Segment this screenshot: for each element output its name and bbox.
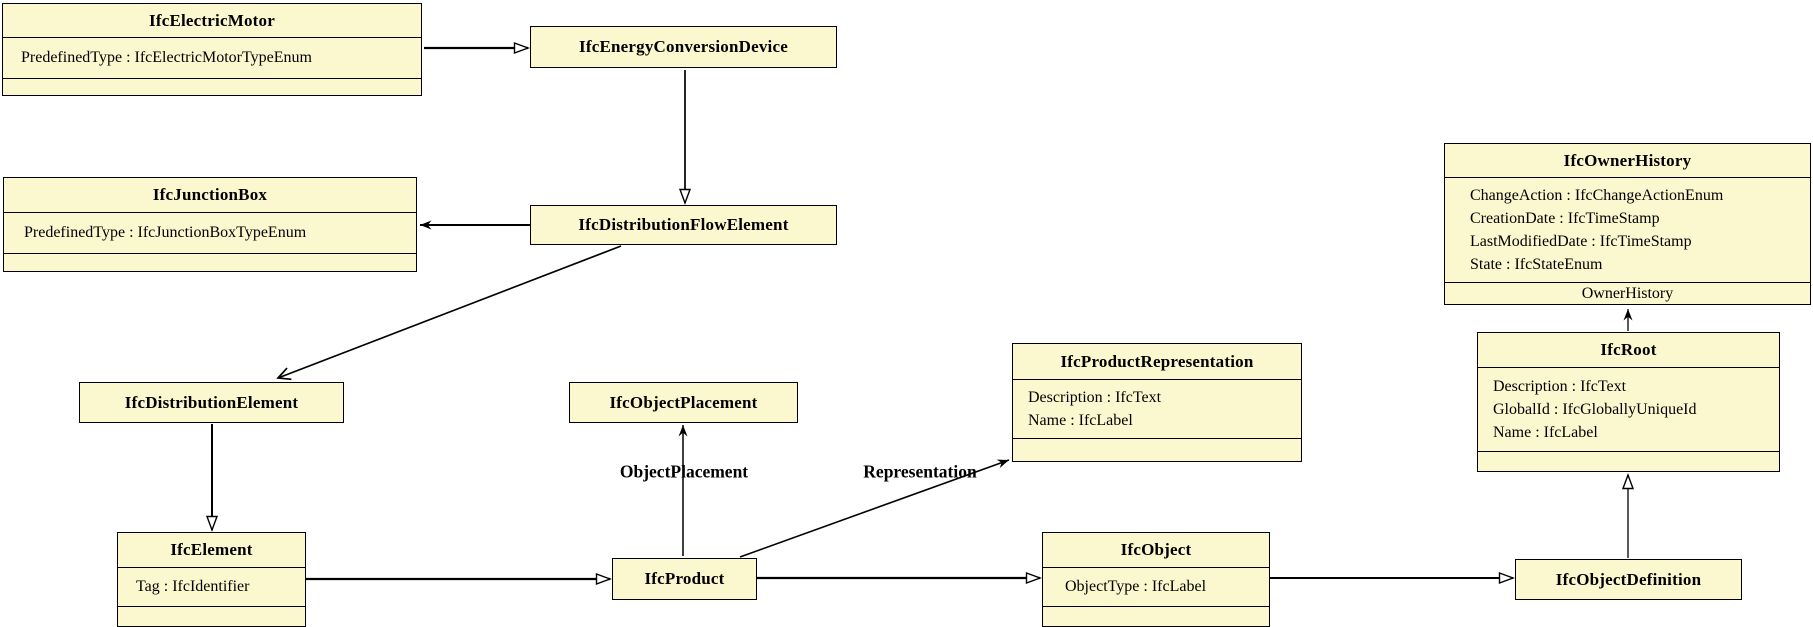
class-box-ifcproduct: IfcProduct	[612, 558, 757, 600]
class-box-ifcdistributionelement: IfcDistributionElement	[79, 382, 344, 423]
class-attribute: ChangeAction : IfcChangeActionEnum	[1470, 187, 1724, 204]
class-attributes: ObjectType : IfcLabel	[1043, 567, 1269, 606]
class-attribute: State : IfcStateEnum	[1470, 256, 1603, 273]
class-box-ifcdistributionflowelement: IfcDistributionFlowElement	[530, 205, 837, 245]
class-empty-compartment	[3, 78, 421, 95]
class-box-ifcproductrepresentation: IfcProductRepresentation Description : I…	[1012, 343, 1302, 462]
class-attribute: Description : IfcText	[1028, 389, 1162, 406]
class-title: IfcElectricMotor	[149, 10, 275, 30]
class-empty-compartment	[1013, 438, 1301, 461]
class-role-label: OwnerHistory	[1445, 282, 1810, 304]
class-attribute: ObjectType : IfcLabel	[1065, 578, 1207, 595]
class-box-ifcelement: IfcElement Tag : IfcIdentifier	[117, 532, 306, 627]
class-title: IfcDistributionFlowElement	[578, 215, 789, 234]
class-title: IfcElement	[170, 540, 253, 559]
class-attribute: Name : IfcLabel	[1028, 412, 1133, 429]
class-title: IfcOwnerHistory	[1563, 150, 1692, 170]
class-box-ifcenergyconversiondevice: IfcEnergyConversionDevice	[530, 26, 837, 68]
class-title: IfcObject	[1120, 540, 1192, 559]
class-title: IfcProduct	[644, 569, 725, 588]
class-box-ifcobject: IfcObject ObjectType : IfcLabel	[1042, 532, 1270, 627]
class-box-ifcobjectplacement: IfcObjectPlacement	[569, 382, 798, 423]
class-title: IfcProductRepresentation	[1060, 351, 1254, 371]
class-box-ifcobjectdefinition: IfcObjectDefinition	[1515, 559, 1742, 600]
class-title: IfcObjectDefinition	[1555, 569, 1702, 589]
class-title: IfcEnergyConversionDevice	[579, 37, 788, 56]
class-attribute: LastModifiedDate : IfcTimeStamp	[1470, 233, 1692, 250]
class-title: IfcObjectPlacement	[609, 392, 758, 412]
edge-label-objectplacement: ObjectPlacement	[619, 461, 749, 482]
class-empty-compartment	[118, 606, 305, 626]
class-title: IfcRoot	[1600, 340, 1657, 359]
class-attribute: CreationDate : IfcTimeStamp	[1470, 210, 1660, 227]
class-attributes: Description : IfcText Name : IfcLabel	[1013, 379, 1301, 438]
class-empty-compartment	[1478, 451, 1779, 471]
class-title: IfcDistributionElement	[124, 392, 299, 412]
class-attribute: PredefinedType : IfcJunctionBoxTypeEnum	[24, 224, 307, 241]
class-attributes: ChangeAction : IfcChangeActionEnum Creat…	[1445, 177, 1810, 282]
class-attributes: Tag : IfcIdentifier	[118, 567, 305, 606]
class-empty-compartment	[4, 253, 416, 271]
class-attributes: Description : IfcText GlobalId : IfcGlob…	[1478, 367, 1779, 451]
class-attribute: Tag : IfcIdentifier	[136, 578, 250, 595]
class-attribute: Name : IfcLabel	[1493, 424, 1598, 441]
class-empty-compartment	[1043, 606, 1269, 626]
class-attribute: Description : IfcText	[1493, 378, 1627, 395]
class-attributes: PredefinedType : IfcJunctionBoxTypeEnum	[4, 212, 416, 253]
class-box-ifcroot: IfcRoot Description : IfcText GlobalId :…	[1477, 332, 1780, 472]
class-attributes: PredefinedType : IfcElectricMotorTypeEnu…	[3, 37, 421, 78]
class-box-ifcjunctionbox: IfcJunctionBox PredefinedType : IfcJunct…	[3, 177, 417, 272]
class-attribute: GlobalId : IfcGloballyUniqueId	[1493, 401, 1697, 418]
class-attribute: PredefinedType : IfcElectricMotorTypeEnu…	[21, 49, 312, 66]
edge-label-representation: Representation	[863, 461, 977, 482]
class-box-ifcelectricmotor: IfcElectricMotor PredefinedType : IfcEle…	[2, 3, 422, 96]
class-box-ifcownerhistory: IfcOwnerHistory ChangeAction : IfcChange…	[1444, 143, 1811, 305]
class-title: IfcJunctionBox	[152, 185, 268, 204]
